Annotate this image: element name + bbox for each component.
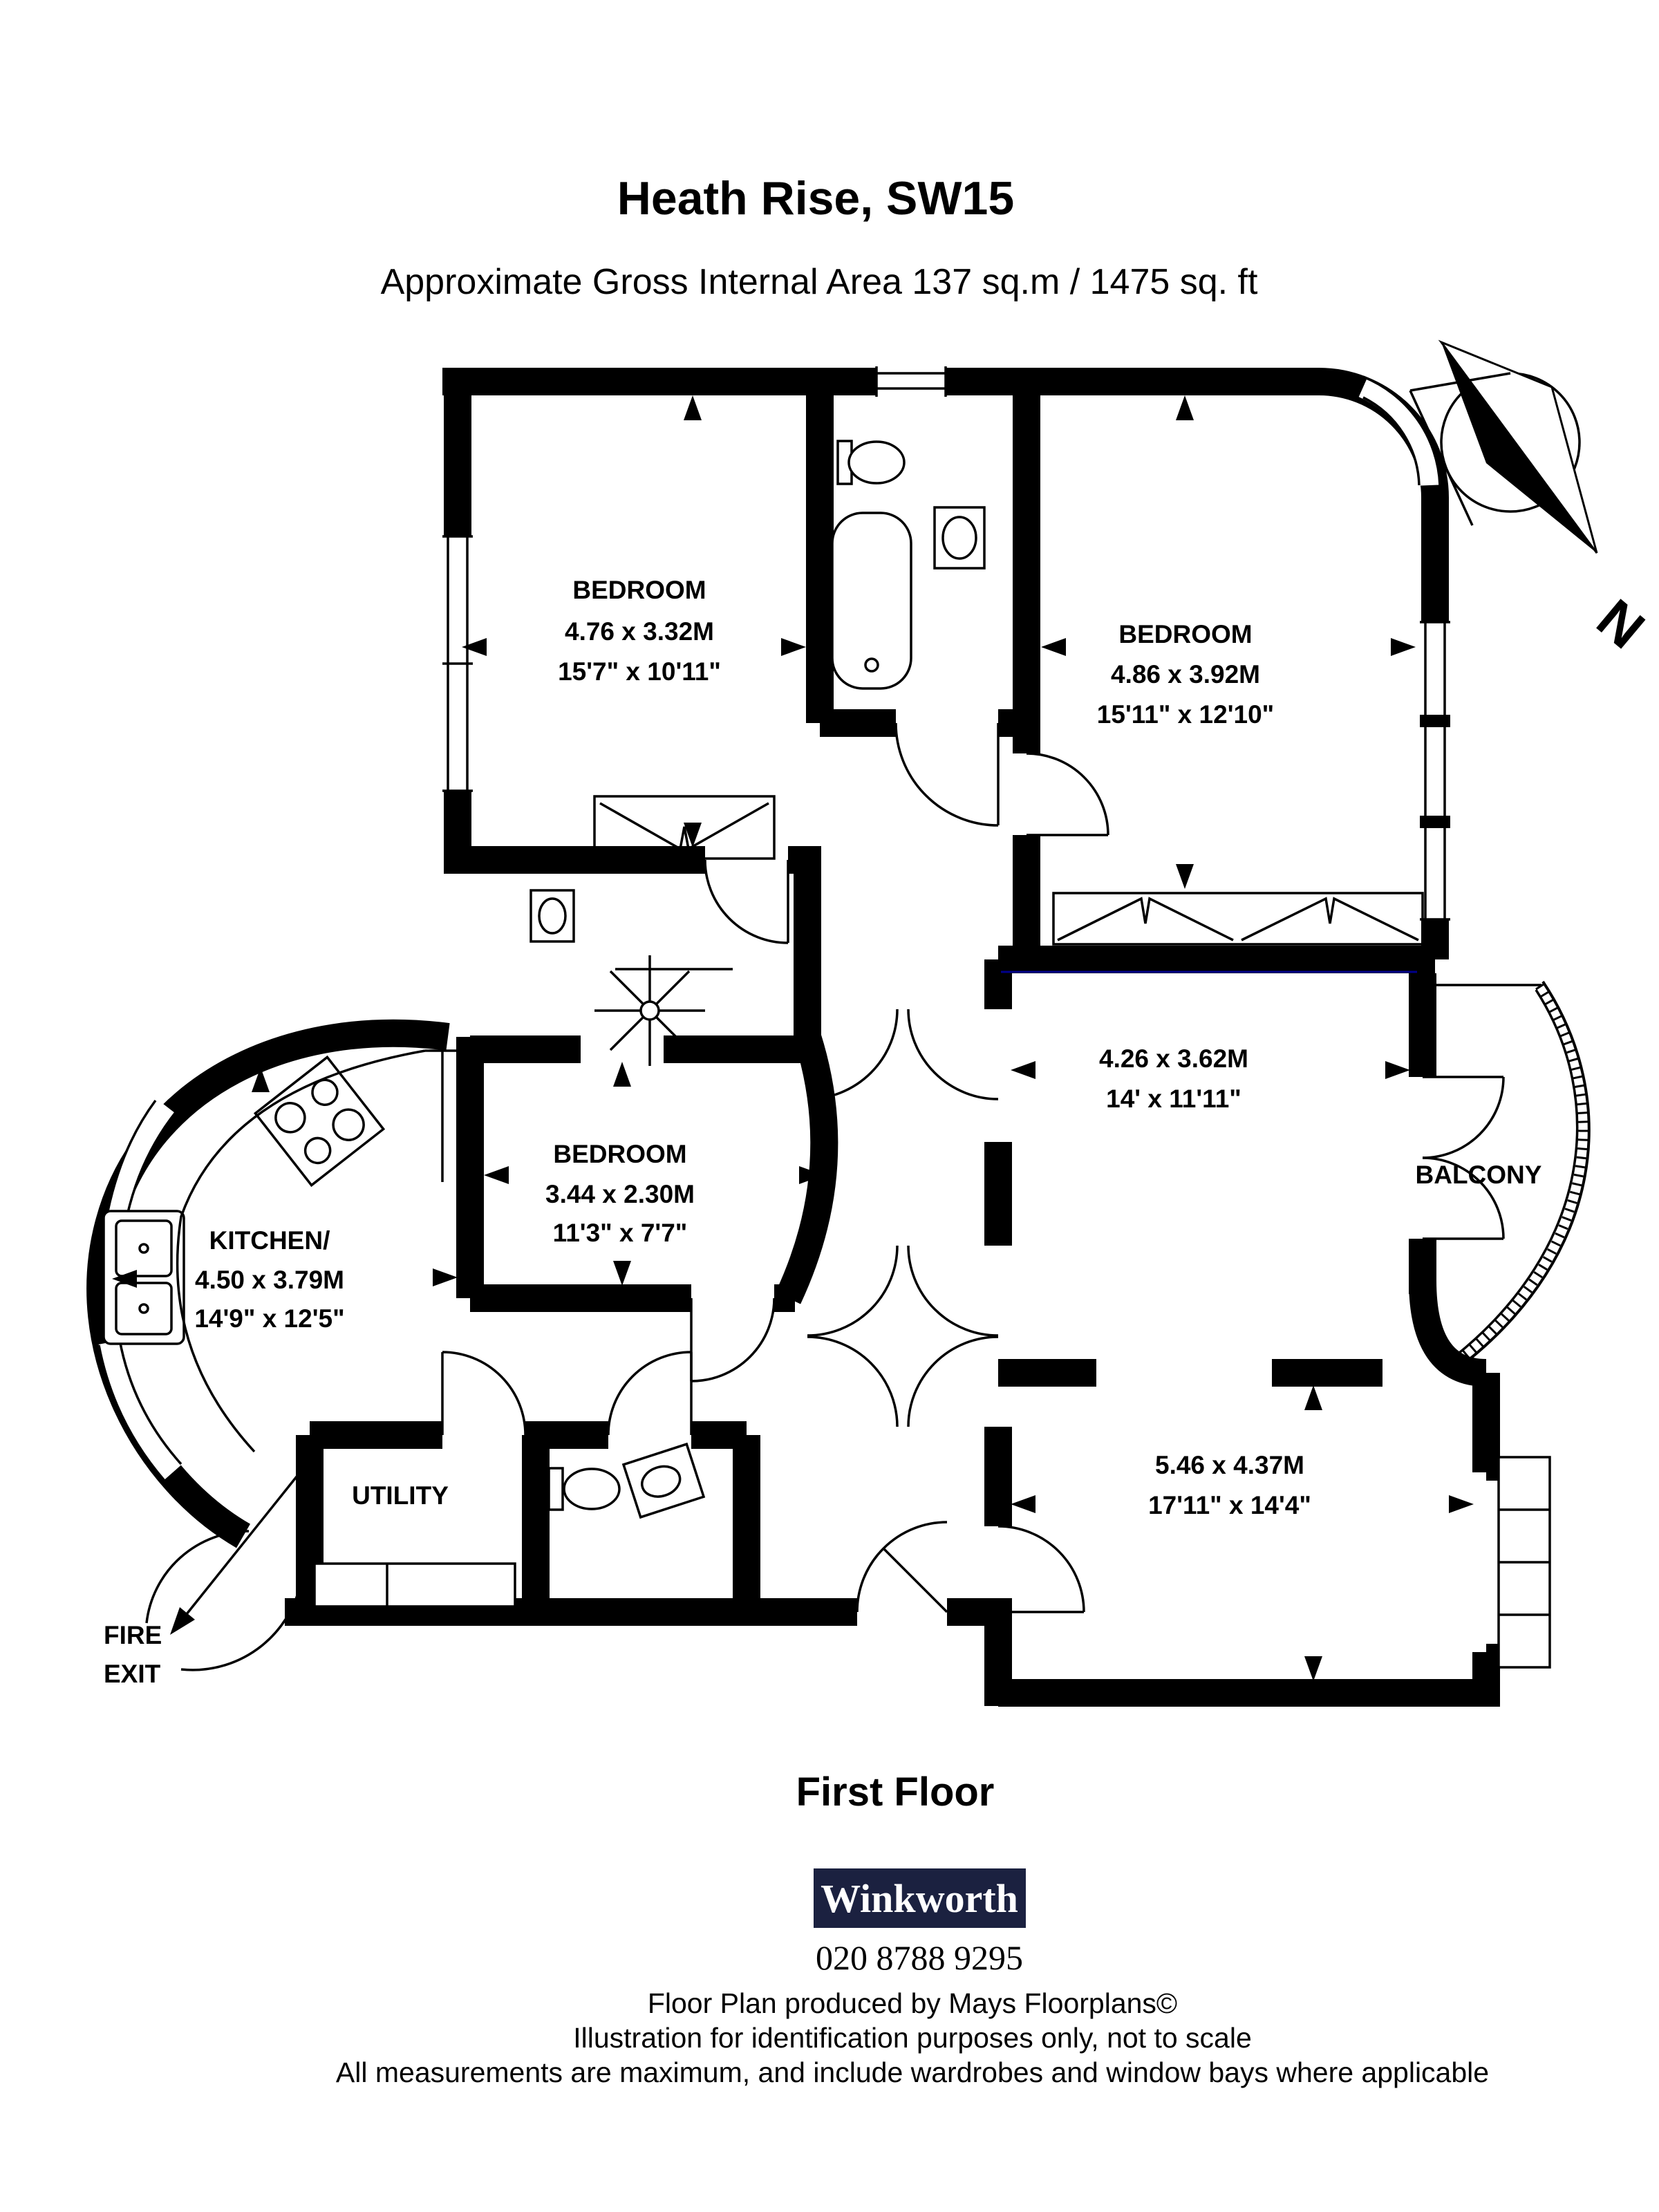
disclaimer: Floor Plan produced by Mays Floorplans© … — [336, 1987, 1489, 2088]
page-title: Heath Rise, SW15 — [617, 172, 1014, 225]
svg-text:3.44 x 2.30M: 3.44 x 2.30M — [545, 1180, 695, 1208]
room-label-balcony: BALCONY — [1416, 1161, 1542, 1189]
hob-icon — [253, 1055, 386, 1188]
svg-text:14' x 11'11": 14' x 11'11" — [1106, 1085, 1241, 1113]
agency-logo — [814, 1868, 1026, 1928]
floor-label: First Floor — [796, 1770, 995, 1815]
svg-text:4.76 x 3.32M: 4.76 x 3.32M — [565, 617, 714, 646]
agency-phone: 020 8788 9295 — [816, 1938, 1023, 1977]
svg-text:15'11" x 12'10": 15'11" x 12'10" — [1097, 700, 1274, 729]
room-label-reception: 4.26 x 3.62M 14' x 11'11" — [1099, 1044, 1248, 1113]
wc-basin-icon — [621, 1442, 706, 1519]
svg-text:KITCHEN/: KITCHEN/ — [209, 1226, 330, 1255]
svg-text:FIRE: FIRE — [104, 1621, 162, 1649]
svg-text:BEDROOM: BEDROOM — [572, 576, 706, 604]
svg-text:4.50 x 3.79M: 4.50 x 3.79M — [195, 1266, 344, 1294]
sink-icon — [102, 1210, 185, 1345]
counter-line — [176, 1049, 456, 1453]
svg-text:All measurements are maximum,: All measurements are maximum, and includ… — [336, 2056, 1489, 2088]
svg-text:15'7" x 10'11": 15'7" x 10'11" — [558, 657, 721, 686]
utility-counter — [313, 1562, 516, 1608]
room-label-bedroom2: BEDROOM 4.86 x 3.92M 15'11" x 12'10" — [1097, 620, 1274, 729]
door-swings — [145, 722, 1505, 1671]
bathtub-icon — [831, 512, 912, 690]
compass-north-label: N — [1586, 588, 1656, 660]
fire-exit-label: FIRE EXIT — [104, 1621, 162, 1688]
svg-text:Floor Plan produced by Mays Fl: Floor Plan produced by Mays Floorplans© — [648, 1987, 1177, 2019]
svg-text:EXIT: EXIT — [104, 1660, 161, 1688]
light-star-icon — [594, 955, 733, 1066]
svg-text:BEDROOM: BEDROOM — [1118, 620, 1252, 648]
dimension-arrows — [112, 395, 1474, 1681]
room-label-bedroom3: BEDROOM 3.44 x 2.30M 11'3" x 7'7" — [545, 1140, 695, 1247]
page-subtitle: Approximate Gross Internal Area 137 sq.m… — [381, 262, 1258, 302]
agency-name: Winkworth — [821, 1876, 1018, 1921]
svg-text:4.86 x 3.92M: 4.86 x 3.92M — [1111, 660, 1260, 688]
windows — [97, 366, 1551, 1669]
svg-text:4.26 x 3.62M: 4.26 x 3.62M — [1099, 1044, 1248, 1073]
room-label-kitchen: KITCHEN/ 4.50 x 3.79M 14'9" x 12'5" — [194, 1226, 344, 1333]
fire-exit-arrowhead — [170, 1607, 195, 1635]
svg-text:17'11" x 14'4": 17'11" x 14'4" — [1148, 1491, 1311, 1519]
room-label-living: 5.46 x 4.37M 17'11" x 14'4" — [1148, 1451, 1311, 1519]
svg-text:14'9" x 12'5": 14'9" x 12'5" — [194, 1304, 344, 1333]
svg-text:Illustration for identificatio: Illustration for identification purposes… — [573, 2022, 1252, 2054]
room-label-utility: UTILITY — [352, 1481, 449, 1510]
svg-text:11'3" x 7'7": 11'3" x 7'7" — [553, 1219, 688, 1247]
wc-toilet-icon — [547, 1467, 564, 1511]
svg-text:5.46 x 4.37M: 5.46 x 4.37M — [1155, 1451, 1304, 1479]
svg-text:BEDROOM: BEDROOM — [553, 1140, 686, 1168]
wardrobes — [593, 795, 1424, 946]
fixtures — [102, 440, 986, 1608]
balcony-edge — [1435, 980, 1591, 1367]
room-label-bedroom1: BEDROOM 4.76 x 3.32M 15'7" x 10'11" — [558, 576, 721, 686]
